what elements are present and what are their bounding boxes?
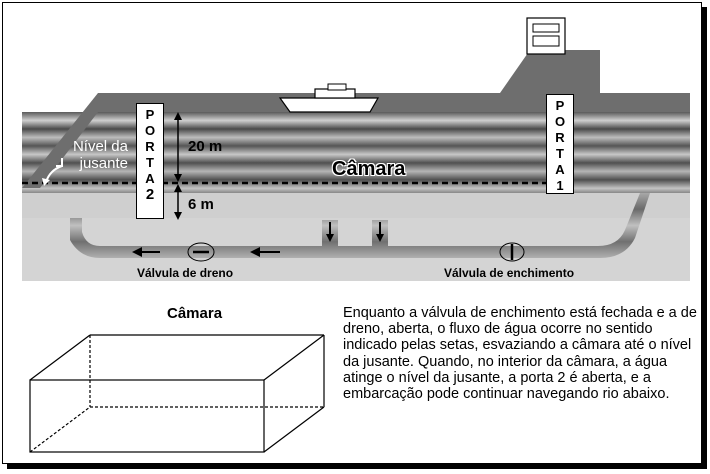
gate-2-letter: A bbox=[145, 171, 155, 186]
gate-2-letter: O bbox=[144, 123, 156, 138]
gate-1-letter: P bbox=[555, 98, 565, 113]
gate-1-letter: O bbox=[554, 114, 566, 129]
flow-arrow-icon bbox=[132, 247, 160, 257]
down-arrow-icon bbox=[376, 222, 384, 242]
gate-1-letter: 1 bbox=[556, 178, 564, 193]
fill-valve-icon bbox=[499, 242, 525, 262]
gate-2-letter: T bbox=[146, 155, 154, 170]
gate-1-letter: R bbox=[555, 130, 565, 145]
gate-1-letter: T bbox=[556, 146, 564, 161]
drain-valve-icon bbox=[187, 242, 215, 262]
gate-2-letter: R bbox=[145, 139, 155, 154]
chamber-label: Câmara bbox=[332, 158, 406, 180]
gate-1: P O R T A 1 bbox=[546, 94, 574, 194]
chamber-box bbox=[29, 334, 325, 453]
gate-2-letter: P bbox=[145, 107, 155, 122]
upstream-embankment bbox=[98, 50, 690, 112]
height-upper-label: 20 m bbox=[188, 138, 223, 155]
height-lower-label: 6 m bbox=[188, 196, 214, 213]
downstream-level-label: Nível da jusante bbox=[72, 138, 128, 172]
downstream-bank bbox=[22, 93, 98, 188]
ship-icon bbox=[278, 83, 380, 113]
box-title: Câmara bbox=[167, 305, 223, 322]
gate-2-letter: 2 bbox=[145, 186, 155, 203]
water-body bbox=[22, 112, 690, 218]
culvert bbox=[70, 193, 650, 258]
down-arrow-icon bbox=[326, 222, 334, 242]
flow-arrow-icon bbox=[250, 247, 280, 257]
drain-valve-label: Válvula de dreno bbox=[137, 266, 234, 280]
height-dimension-6m bbox=[174, 184, 182, 220]
gate-2: P O R T A 2 bbox=[136, 103, 164, 219]
height-dimension-20m bbox=[174, 112, 182, 182]
gate-1-letter: A bbox=[555, 162, 565, 177]
fill-valve-label: Válvula de enchimento bbox=[444, 266, 575, 280]
description-text: Enquanto a válvula de enchimento está fe… bbox=[343, 305, 697, 403]
